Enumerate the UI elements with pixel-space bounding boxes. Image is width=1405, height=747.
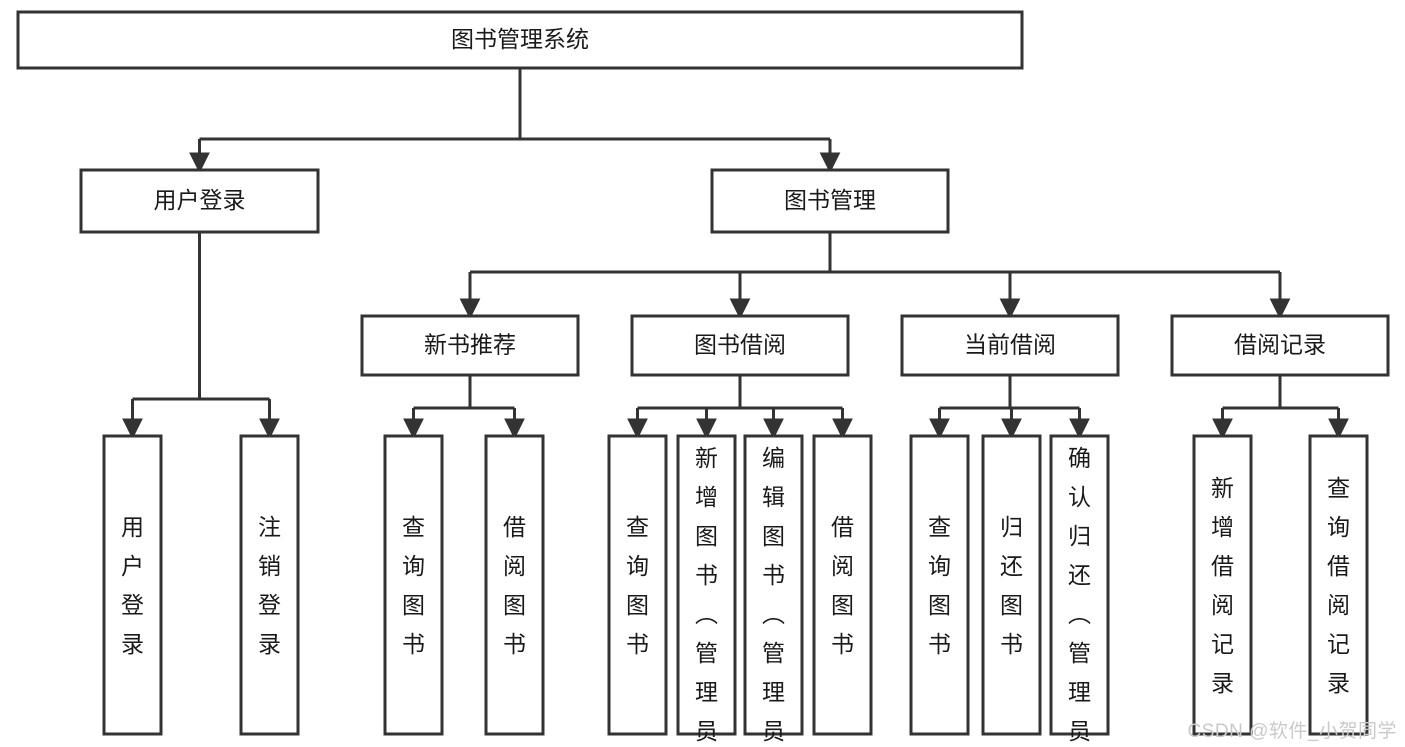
leaf-node-6[interactable]: 编辑图书︵管理员︶	[743, 434, 804, 747]
leaf-node-2[interactable]: 查询图书	[383, 434, 444, 736]
node-label: 图书管理	[784, 187, 876, 213]
leaf-node-7[interactable]: 借阅图书	[812, 434, 873, 736]
node-label: 新书推荐	[424, 332, 516, 358]
leaf-node-10[interactable]: 确认归还︵管理员︶	[1049, 434, 1110, 747]
node-label: 图书管理系统	[451, 26, 589, 52]
leaf-label: 编辑图书︵管理员︶	[762, 445, 785, 747]
leaf-label: 确认归还︵管理员︶	[1068, 445, 1091, 747]
node-label: 当前借阅	[964, 332, 1056, 358]
leaf-node-3[interactable]: 借阅图书	[484, 434, 545, 736]
root-node-图书管理系统[interactable]: 图书管理系统	[16, 10, 1024, 70]
leaf-label: 新增图书︵管理员︶	[695, 445, 718, 747]
leaf-label: 新增借阅记录	[1211, 475, 1234, 696]
leaf-label: 用户登录	[121, 514, 144, 657]
connector-layer	[122, 68, 1349, 440]
leaf-label: 查询借阅记录	[1327, 475, 1350, 696]
leaf-node-11[interactable]: 新增借阅记录	[1192, 434, 1253, 736]
leaf-label: 查询图书	[928, 514, 951, 657]
leaf-node-8[interactable]: 查询图书	[909, 434, 970, 736]
node-图书借阅[interactable]: 图书借阅	[630, 314, 850, 377]
leaf-node-1[interactable]: 注销登录	[239, 434, 300, 736]
leaf-node-9[interactable]: 归还图书	[981, 434, 1042, 736]
node-label: 借阅记录	[1234, 332, 1326, 358]
leaf-label: 查询图书	[402, 514, 425, 657]
node-新书推荐[interactable]: 新书推荐	[360, 314, 580, 377]
leaf-label: 查询图书	[626, 514, 649, 657]
leaf-node-0[interactable]: 用户登录	[102, 434, 163, 736]
leaf-node-4[interactable]: 查询图书	[607, 434, 668, 736]
leaf-node-12[interactable]: 查询借阅记录	[1308, 434, 1369, 736]
node-layer: 图书管理系统用户登录图书管理新书推荐图书借阅当前借阅借阅记录用户登录注销登录查询…	[16, 10, 1390, 747]
node-当前借阅[interactable]: 当前借阅	[900, 314, 1120, 377]
node-借阅记录[interactable]: 借阅记录	[1170, 314, 1390, 377]
node-label: 用户登录	[154, 187, 246, 213]
leaf-label: 注销登录	[258, 514, 281, 657]
leaf-label: 借阅图书	[503, 514, 526, 657]
leaf-label: 借阅图书	[831, 514, 854, 657]
node-label: 图书借阅	[694, 332, 786, 358]
node-用户登录[interactable]: 用户登录	[79, 168, 320, 234]
leaf-node-5[interactable]: 新增图书︵管理员︶	[676, 434, 737, 747]
leaf-label: 归还图书	[1000, 514, 1023, 657]
node-图书管理[interactable]: 图书管理	[710, 168, 950, 234]
